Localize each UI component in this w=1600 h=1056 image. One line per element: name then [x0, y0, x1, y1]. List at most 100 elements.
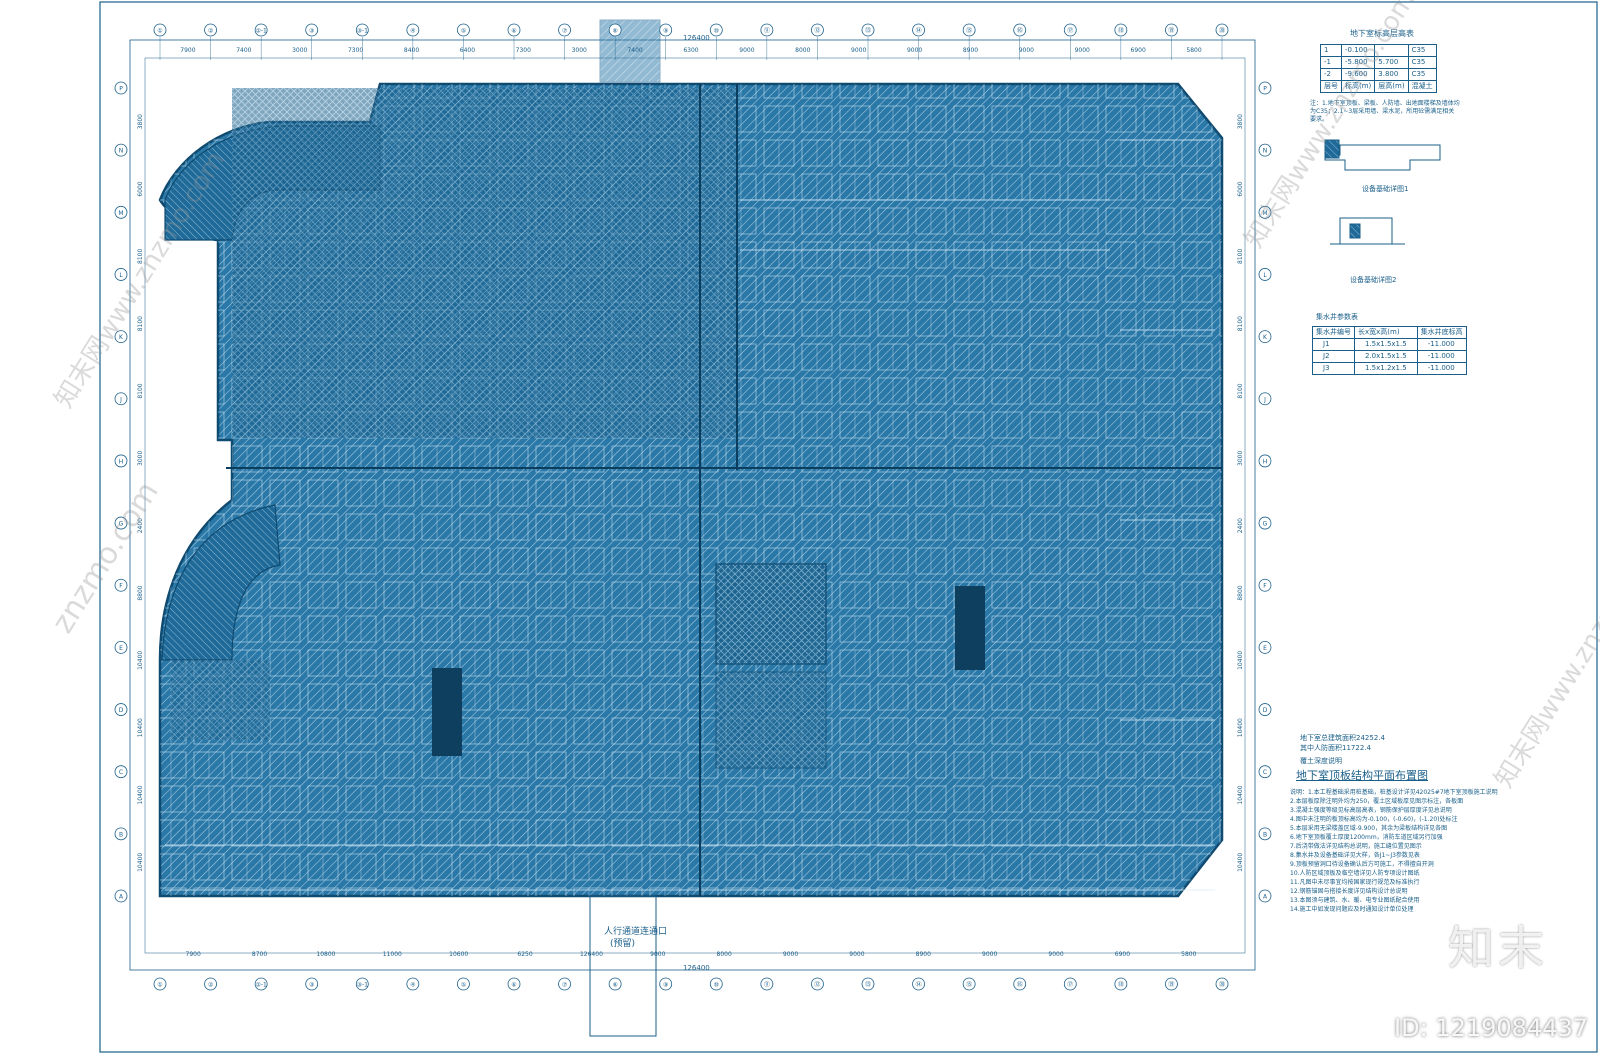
axis-bottom-4 — [355, 977, 369, 991]
axis-bottom-5 — [406, 977, 420, 991]
axis-left-6-label: H — [119, 458, 124, 465]
grade-cell: C35 — [1407, 68, 1437, 81]
axis-right-1-label: N — [1263, 148, 1268, 155]
axis-right-11-label: C — [1263, 769, 1267, 776]
axis-top-13-label: ⑫ — [814, 27, 820, 35]
dim-right-7: 8800 — [1237, 585, 1244, 600]
dim-left-8: 10400 — [137, 651, 144, 670]
axis-right-0-label: P — [1263, 86, 1267, 93]
axis-left-7-label: G — [119, 521, 124, 528]
sump-header-row: 集水井编号长x宽x高(m)集水井底标高 — [1312, 326, 1467, 339]
dim-top-18: 5800 — [1186, 47, 1201, 54]
axis-bottom-9-label: ⑧ — [612, 982, 617, 989]
dim-left-1: 6000 — [137, 181, 144, 196]
dim-right-11: 10400 — [1237, 853, 1244, 872]
axis-right-3 — [1258, 268, 1272, 281]
elevator-core-left — [432, 668, 462, 756]
zone-core-center-2 — [715, 671, 827, 769]
axis-bottom-2 — [254, 977, 268, 991]
sump-header-cell: 集水井编号 — [1312, 326, 1355, 339]
axis-top-4-label: ③-1 — [357, 28, 369, 35]
axis-top-8-label: ⑦ — [562, 28, 568, 35]
sump-cell: J2 — [1312, 350, 1355, 363]
axis-left-8-label: F — [119, 583, 123, 590]
axis-right-7 — [1258, 516, 1272, 530]
axis-top-19-label: ⑱ — [1118, 27, 1124, 35]
axis-left-0-label: P — [119, 86, 123, 93]
dim-bottom-12: 9000 — [982, 951, 997, 958]
axis-left-10-label: D — [119, 707, 124, 714]
axis-bottom-21 — [1215, 977, 1229, 991]
dim-right-5: 3000 — [1237, 451, 1244, 466]
dim-top-1: 7400 — [236, 47, 251, 54]
dim-top-17: 6900 — [1131, 47, 1146, 54]
inner-frame — [129, 39, 1256, 971]
dim-bottom-15: 5800 — [1181, 951, 1196, 958]
dim-top-16: 9000 — [1075, 47, 1090, 54]
dim-top-2: 3000 — [292, 47, 307, 54]
corridor-label: 人行通道连通口 — [604, 927, 668, 937]
dim-top-14: 8900 — [963, 47, 978, 54]
axis-right-9-label: E — [1263, 645, 1267, 652]
axis-bottom-6 — [457, 977, 470, 991]
axis-right-2-label: M — [1262, 210, 1267, 217]
axis-top-3 — [305, 23, 319, 37]
note-line: 8.集水井及设备基础详见大样，各J1~J3参数见表 — [1290, 852, 1420, 859]
axis-top-11 — [709, 23, 723, 37]
axis-right-1 — [1258, 143, 1272, 157]
sump-cell: -11.000 — [1416, 362, 1467, 375]
axis-bottom-9 — [608, 977, 622, 991]
axis-top-10-label: ⑨ — [663, 28, 668, 35]
id-tag: ID: 1219084437 — [1394, 1014, 1588, 1042]
drawing-title: 地下室顶板结构平面布置图 — [1296, 769, 1428, 782]
axis-bottom-6-label: ⑤ — [461, 982, 466, 989]
dim-bottom-10: 9000 — [849, 951, 864, 958]
sump-cell: -11.000 — [1416, 350, 1467, 363]
grade-cell: C35 — [1407, 44, 1437, 57]
total-dim-bottom: 126400 — [683, 964, 710, 972]
axis-bottom-7-label: ⑥ — [511, 982, 516, 989]
note-line: 10.人防区域顶板及临空墙详见人防专项设计图纸 — [1290, 870, 1420, 877]
sump-header-cell: 集水井底标高 — [1416, 326, 1467, 339]
axis-right-7-label: G — [1263, 521, 1268, 528]
dim-bottom-2: 10800 — [316, 951, 335, 958]
grade-header-cell: 层号 — [1320, 80, 1342, 93]
grade-header-cell: 混凝土 — [1407, 80, 1437, 93]
axis-bottom-8 — [558, 977, 571, 991]
note-line: 7.后浇带做法详见结构总说明，施工缝位置见图示 — [1290, 843, 1422, 850]
axis-right-3-label: L — [1263, 272, 1267, 279]
axis-bottom-17 — [1013, 977, 1027, 991]
axis-right-0 — [1258, 81, 1272, 95]
axis-top-2-label: ②-1 — [255, 28, 267, 35]
corridor-stub — [589, 895, 657, 1037]
axis-top-19 — [1114, 23, 1128, 37]
axis-left-9 — [114, 640, 128, 654]
dim-left-7: 8800 — [137, 585, 144, 600]
axis-top-7 — [507, 23, 521, 37]
axis-left-9-label: E — [119, 645, 123, 652]
dim-bottom-9: 9000 — [783, 951, 798, 958]
axis-bottom-12 — [760, 977, 774, 991]
grade-header-cell: 标高(m) — [1340, 80, 1376, 93]
dim-right-4: 8100 — [1237, 383, 1244, 398]
axis-right-10-label: D — [1263, 707, 1268, 714]
axis-bottom-7 — [507, 977, 521, 991]
axis-top-1 — [204, 23, 217, 37]
dim-top-11: 8000 — [795, 47, 810, 54]
dim-left-0: 3800 — [137, 114, 144, 129]
axis-right-8-label: F — [1263, 583, 1267, 590]
dim-bottom-4: 10600 — [449, 951, 468, 958]
sump-cell: J1 — [1312, 338, 1355, 351]
axis-top-21 — [1215, 23, 1229, 37]
sump-table-title: 集水井参数表 — [1316, 313, 1358, 321]
axis-left-13-label: A — [119, 894, 124, 901]
sump-cell: 2.0x1.5x1.5 — [1354, 350, 1418, 363]
axis-right-8 — [1258, 578, 1272, 592]
axis-right-12 — [1258, 827, 1272, 841]
dim-left-11: 10400 — [137, 853, 144, 872]
axis-top-7-label: ⑥ — [511, 28, 516, 35]
main-beams — [226, 84, 1222, 896]
dim-right-0: 3800 — [1237, 114, 1244, 129]
